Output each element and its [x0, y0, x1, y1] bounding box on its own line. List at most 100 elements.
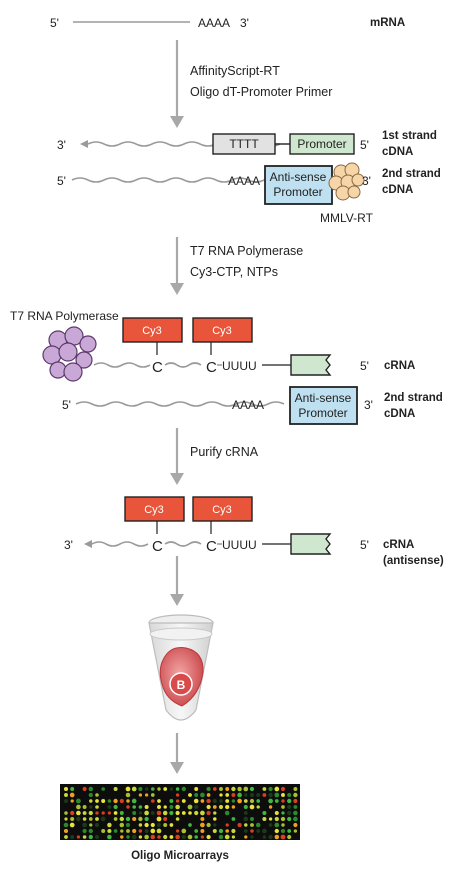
microarray-spot: [132, 828, 137, 834]
microarray-spot: [206, 804, 211, 810]
microarray-spot: [70, 787, 75, 791]
microarray-spot: [194, 829, 199, 833]
microarray-spot: [125, 792, 131, 798]
arrow-step4-head: [170, 594, 184, 606]
microarray-spot: [187, 804, 193, 810]
microarray-spot: [281, 811, 285, 815]
template-antisense-line1: Anti-sense: [295, 391, 352, 405]
microarray-spot: [82, 822, 87, 828]
microarray-spot: [76, 804, 81, 810]
strand1-five-prime: 5': [360, 138, 369, 152]
product-wave: [91, 541, 222, 547]
arrow-step3-head: [170, 473, 184, 485]
microarray-spot: [237, 792, 242, 798]
microarray-spot: [231, 799, 236, 803]
microarray-spot: [262, 787, 267, 791]
strand1-label-line1: 1st strand: [382, 130, 437, 142]
microarray-spot: [293, 829, 298, 833]
microarray-spot: [132, 805, 136, 809]
microarray-spot: [249, 804, 255, 810]
template-label-line2: cDNA: [384, 408, 415, 420]
microarray-spot: [231, 817, 236, 821]
product-three-prime: 3': [64, 538, 73, 552]
microarray-spot: [150, 834, 156, 840]
microarray-spot: [107, 805, 112, 809]
microarray-spot: [188, 823, 192, 827]
crna-uuuu: UUUU: [222, 359, 257, 373]
microarray-spot: [138, 823, 143, 827]
mrna-five-prime: 5': [50, 16, 59, 30]
microarray-spot: [95, 805, 99, 809]
microarray-spot: [156, 816, 162, 822]
microarray-spot: [206, 810, 211, 816]
microarray-spot: [212, 805, 217, 809]
microarray-spot: [120, 829, 124, 833]
microarray-spot: [244, 835, 248, 839]
microarray-spot: [281, 805, 285, 809]
microarray-spot: [70, 799, 74, 803]
microarray-spot: [255, 822, 261, 828]
microarray-spot: [70, 834, 75, 840]
microarray-spot: [194, 835, 198, 839]
microarray-spot: [200, 817, 205, 821]
microarray-spot: [89, 799, 93, 803]
strand2-wave: [71, 177, 281, 183]
product-uuuu: UUUU: [222, 538, 257, 552]
microarray-spot: [157, 787, 161, 791]
microarray-spot: [70, 810, 75, 816]
microarray-spot: [281, 799, 285, 803]
product-tag: [290, 533, 332, 555]
microarray-spot: [237, 786, 242, 792]
microarray-spot: [101, 811, 105, 815]
microarray-spot: [225, 823, 229, 827]
microarray-spot: [88, 817, 93, 821]
microarray-spot: [194, 804, 199, 810]
microarray-spot: [237, 822, 242, 828]
microarray-spot: [175, 810, 180, 816]
product-c-2: C: [206, 538, 217, 555]
microarray-spot: [138, 786, 143, 792]
microarray-spot: [76, 816, 81, 822]
microarray-spot: [95, 799, 99, 803]
template-poly-a: AAAA: [232, 398, 264, 412]
template-antisense-line2: Promoter: [298, 406, 347, 420]
microarray-spot: [206, 786, 211, 792]
microarray-spot: [157, 835, 161, 839]
microarray-spot: [64, 811, 68, 815]
microarray-spot: [107, 828, 112, 834]
microarray-spot: [225, 793, 230, 797]
microarray-spot: [64, 799, 68, 803]
reaction-tube: B: [148, 614, 214, 721]
microarray-spot: [281, 823, 285, 827]
microarray-spot: [94, 822, 100, 828]
microarray-spot: [268, 834, 273, 840]
microarray-spot: [64, 817, 68, 821]
tube-badge: [169, 672, 193, 696]
microarray-spot: [138, 805, 143, 809]
microarray-spot: [126, 799, 130, 803]
microarray-spot: [249, 798, 255, 804]
microarray-spot: [144, 816, 149, 822]
microarray-spot: [256, 829, 261, 833]
microarray-spot: [219, 787, 223, 791]
microarray-spot: [256, 805, 260, 809]
cy3-box-1: [122, 317, 183, 343]
arrow-step5-head: [170, 762, 184, 774]
strand2-three-prime: 3': [362, 174, 371, 188]
microarray-spot: [274, 828, 279, 834]
strand1-three-prime: 3': [57, 138, 66, 152]
microarray-spot: [169, 799, 174, 803]
microarray-spot: [200, 829, 205, 833]
microarray-spot: [200, 799, 205, 803]
microarray-spot: [256, 793, 261, 797]
template-antisense-box: [289, 386, 358, 425]
microarray-spot: [82, 828, 87, 834]
microarray-spot: [213, 811, 217, 815]
microarray-spot: [181, 786, 187, 792]
microarray-slide: [60, 784, 300, 840]
t7-polymerase-enzyme: [42, 326, 97, 382]
microarray-spot: [243, 811, 248, 815]
microarray-spot: [113, 787, 118, 791]
microarray-spot: [95, 811, 99, 815]
